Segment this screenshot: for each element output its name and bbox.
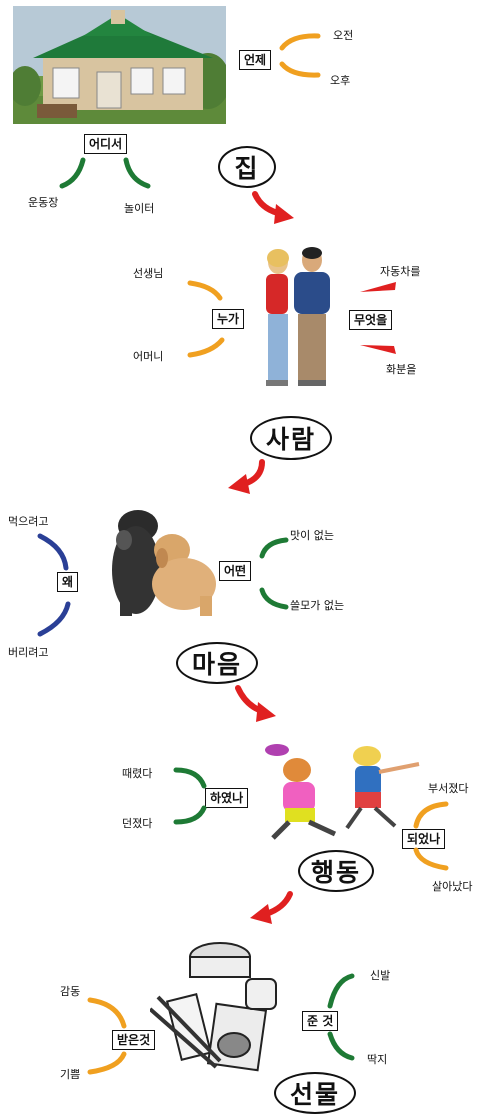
who-item-mother: 어머니 bbox=[133, 350, 164, 363]
became-item-broken: 부서졌다 bbox=[428, 782, 469, 795]
title-oval-action: 행동 bbox=[298, 850, 374, 892]
wedge-what-car bbox=[360, 282, 396, 292]
bracket-when-afternoon bbox=[279, 61, 321, 78]
bracket-received-joy bbox=[87, 1051, 127, 1075]
when-item-morning: 오전 bbox=[333, 29, 354, 42]
house-image bbox=[9, 6, 230, 124]
bracket-who-mother bbox=[187, 337, 225, 358]
did-box: 하였나 bbox=[205, 788, 249, 808]
dogs-image bbox=[106, 500, 230, 618]
why-item-to-throw-away: 버리려고 bbox=[8, 646, 49, 659]
couple-image bbox=[258, 244, 354, 392]
running-kids-image bbox=[255, 742, 425, 842]
what-item-flowerpot: 화분을 bbox=[386, 363, 417, 376]
bracket-given-ddakji bbox=[327, 1031, 355, 1061]
bracket-how-useless bbox=[259, 587, 289, 610]
bracket-did-threw bbox=[173, 805, 207, 825]
arrow-head-house bbox=[274, 204, 294, 224]
why-box: 왜 bbox=[57, 572, 79, 592]
bracket-how-tasteless bbox=[259, 537, 289, 559]
title-oval-gift: 선물 bbox=[274, 1072, 356, 1114]
why-item-to-eat: 먹으려고 bbox=[8, 515, 49, 528]
received-item-joy: 기쁨 bbox=[60, 1068, 81, 1081]
title-oval-house: 집 bbox=[218, 146, 276, 188]
became-box: 되었나 bbox=[402, 829, 446, 849]
how-item-useless: 쓸모가 없는 bbox=[290, 599, 345, 612]
how-item-tasteless: 맛이 없는 bbox=[290, 529, 334, 542]
bracket-did-hit bbox=[173, 767, 207, 789]
bracket-where-play-area bbox=[123, 157, 151, 189]
title-oval-people: 사람 bbox=[250, 416, 332, 460]
where-item-play-area: 놀이터 bbox=[124, 202, 155, 215]
bracket-received-emotion bbox=[87, 997, 127, 1029]
when-box: 언제 bbox=[239, 50, 272, 70]
arrow-action-to-gift bbox=[263, 891, 293, 917]
bracket-where-playground bbox=[59, 157, 86, 189]
did-item-hit: 때렸다 bbox=[122, 767, 153, 780]
wedge-what-flowerpot bbox=[360, 345, 396, 354]
how-box: 어떤 bbox=[219, 561, 252, 581]
what-box: 무엇을 bbox=[349, 310, 393, 330]
given-box: 준 것 bbox=[302, 1011, 339, 1031]
where-box: 어디서 bbox=[84, 134, 128, 154]
where-item-playground: 운동장 bbox=[28, 196, 59, 209]
what-item-car: 자동차를 bbox=[380, 265, 421, 278]
when-item-afternoon: 오후 bbox=[330, 74, 351, 87]
arrow-head-people bbox=[228, 474, 250, 494]
bracket-why-to-eat bbox=[37, 533, 69, 571]
bracket-why-to-throw-away bbox=[37, 601, 71, 637]
bracket-became-revived bbox=[413, 847, 449, 871]
arrow-head-action bbox=[250, 904, 272, 924]
who-item-teacher: 선생님 bbox=[133, 267, 164, 280]
bracket-who-teacher bbox=[187, 280, 223, 301]
who-box: 누가 bbox=[212, 309, 245, 329]
received-box: 받은것 bbox=[112, 1030, 156, 1050]
became-item-revived: 살아났다 bbox=[432, 880, 473, 893]
bracket-given-shoes bbox=[327, 973, 355, 1009]
bracket-became-broken bbox=[413, 801, 449, 829]
did-item-threw: 던졌다 bbox=[122, 817, 153, 830]
arrow-head-mind bbox=[256, 702, 276, 722]
received-item-emotion: 감동 bbox=[60, 985, 81, 998]
given-item-ddakji: 딱지 bbox=[367, 1053, 388, 1066]
bracket-when-morning bbox=[279, 33, 321, 51]
given-item-shoes: 신발 bbox=[370, 969, 391, 982]
gift-items-image bbox=[148, 937, 282, 1077]
title-oval-mind: 마음 bbox=[176, 642, 258, 684]
